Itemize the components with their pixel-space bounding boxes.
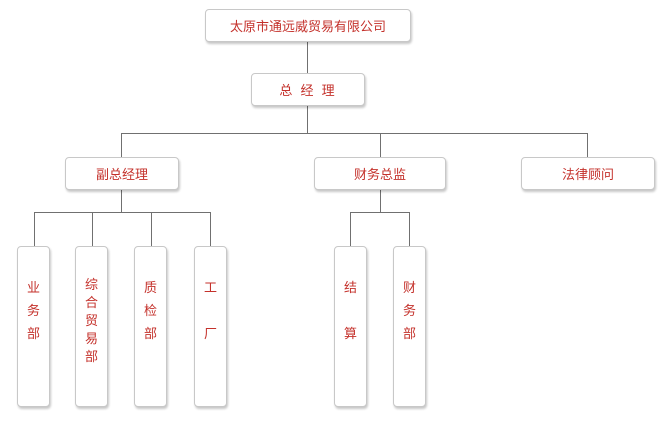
legal-advisor-label: 法律顾问 <box>561 168 614 183</box>
business-dept-box: 业 务 部 <box>17 246 50 407</box>
factory-box: 工 厂 <box>194 246 227 407</box>
deputy-gm-box: 副总经理 <box>65 157 179 190</box>
legal-advisor-box: 法律顾问 <box>521 157 655 190</box>
business-dept-label: 业 务 部 <box>26 281 40 342</box>
settlement-box: 结 算 <box>334 246 367 407</box>
finance-director-box: 财务总监 <box>314 157 446 190</box>
finance-director-label: 财务总监 <box>353 168 406 183</box>
general-manager-label: 总 经 理 <box>279 84 337 99</box>
quality-dept-label: 质 检 部 <box>143 281 157 342</box>
finance-dept-label: 财 务 部 <box>402 281 416 342</box>
company-name: 太原市通远威贸易有限公司 <box>229 20 386 35</box>
finance-dept-box: 财 务 部 <box>393 246 426 407</box>
company-box: 太原市通远威贸易有限公司 <box>205 9 411 42</box>
settlement-label: 结 算 <box>343 281 357 342</box>
trade-dept-box: 综合贸易部 <box>75 246 108 407</box>
general-manager-box: 总 经 理 <box>251 73 365 106</box>
deputy-gm-label: 副总经理 <box>95 168 148 183</box>
trade-dept-label: 综合贸易部 <box>84 278 98 365</box>
quality-dept-box: 质 检 部 <box>134 246 167 407</box>
factory-label: 工 厂 <box>203 281 217 342</box>
